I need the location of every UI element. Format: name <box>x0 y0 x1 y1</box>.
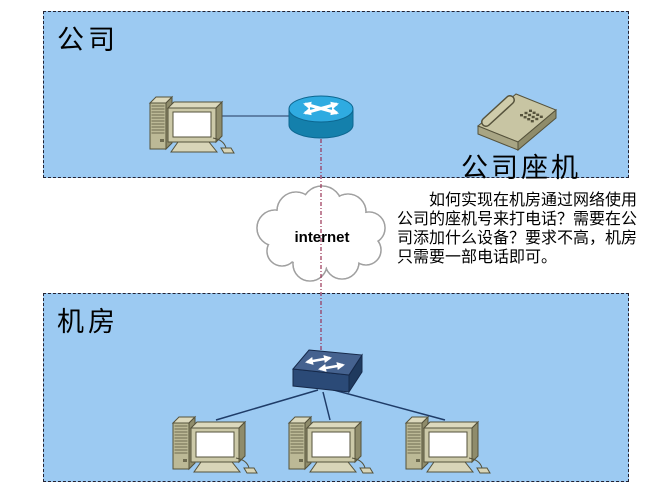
note-line-2: 公司的座机号来打电话？需要在公 <box>397 211 638 228</box>
internet-cloud-icon <box>256 185 386 282</box>
link-switch-pc1 <box>215 389 319 421</box>
room-pc3-icon <box>405 416 491 474</box>
company-pc-icon <box>149 96 235 154</box>
link-switch-pc3 <box>329 388 446 421</box>
router-icon <box>288 95 354 139</box>
desk-phone-icon <box>477 93 557 152</box>
switch-icon <box>292 349 363 394</box>
desk-phone-label: 公司座机 <box>461 153 581 183</box>
company-zone-label: 公司 <box>57 25 119 55</box>
lan-links <box>215 388 446 421</box>
note-line-1: 如何实现在机房通过网络使用 <box>429 192 638 209</box>
note-line-4: 只需要一部电话即可。 <box>397 249 558 266</box>
note-text: 如何实现在机房通过网络使用 公司的座机号来打电话？需要在公 司添加什么设备？要求… <box>397 191 643 267</box>
room-pc1-icon <box>172 416 258 474</box>
machine-room-zone-label: 机房 <box>57 307 119 337</box>
note-line-3: 司添加什么设备？要求不高，机房 <box>397 230 638 247</box>
company-zone: 公司 <box>43 11 629 178</box>
internet-label: internet <box>294 229 350 246</box>
room-pc2-icon <box>288 416 374 474</box>
link-switch-pc2 <box>322 391 331 421</box>
